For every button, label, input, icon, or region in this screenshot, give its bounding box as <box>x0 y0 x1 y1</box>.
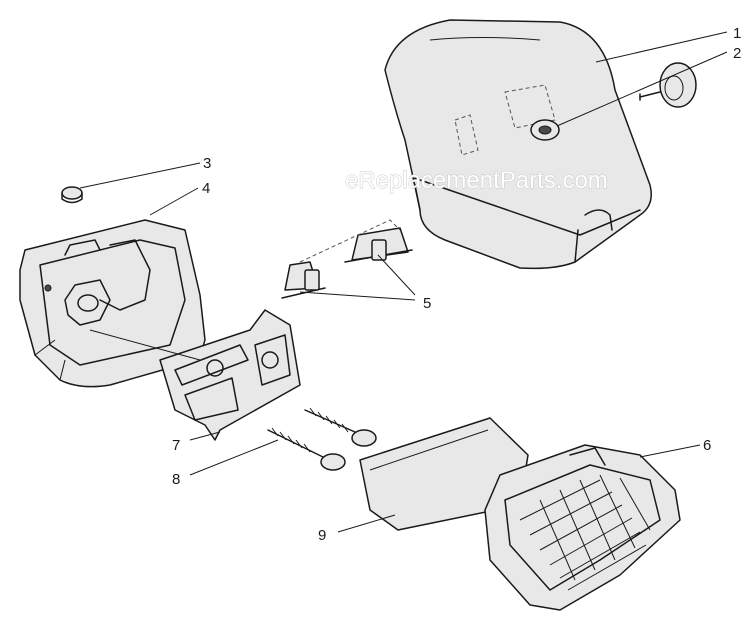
cover-knob[interactable] <box>639 62 697 108</box>
callout-8: 8 <box>172 471 180 488</box>
screw-upper[interactable] <box>304 407 377 447</box>
leader-lines <box>79 31 728 533</box>
air-filter-cover[interactable] <box>384 19 652 270</box>
watermark-text: eReplacementParts.com <box>345 167 608 194</box>
filter-element[interactable] <box>484 444 681 611</box>
plug[interactable] <box>61 186 83 204</box>
clip-left[interactable] <box>281 261 326 299</box>
filter-housing[interactable] <box>19 219 206 388</box>
callout-2: 2 <box>733 45 741 62</box>
callout-9: 9 <box>318 527 326 544</box>
callout-6: 6 <box>703 437 711 454</box>
callout-labels: 1 2 3 4 5 6 7 8 9 <box>172 25 741 544</box>
callout-3: 3 <box>203 155 211 172</box>
callout-5: 5 <box>423 295 431 312</box>
callout-7: 7 <box>172 437 180 454</box>
screw-lower[interactable] <box>267 427 346 471</box>
callout-4: 4 <box>202 180 210 197</box>
callout-1: 1 <box>733 25 741 42</box>
gasket-bracket[interactable] <box>159 309 301 441</box>
clip-right[interactable] <box>344 227 413 263</box>
